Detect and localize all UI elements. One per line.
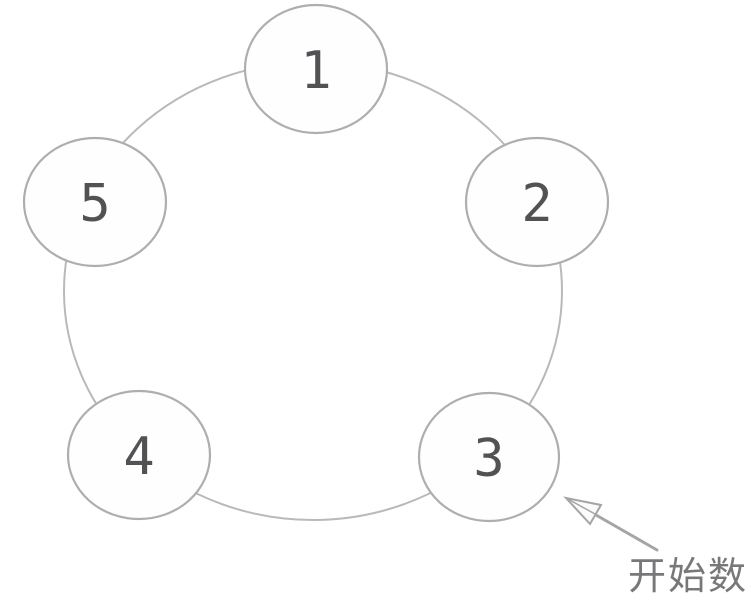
node-3: 3 bbox=[417, 391, 561, 523]
node-label: 1 bbox=[300, 41, 331, 101]
node-label: 2 bbox=[521, 174, 552, 234]
node-circle bbox=[66, 389, 212, 521]
arrow-head bbox=[563, 496, 603, 526]
node-1: 1 bbox=[243, 3, 389, 135]
node-4: 4 bbox=[66, 389, 212, 521]
start-arrow-icon bbox=[563, 496, 659, 552]
arrow-crease bbox=[565, 497, 596, 515]
node-circle bbox=[417, 391, 561, 523]
node-circle bbox=[22, 136, 168, 268]
node-label: 5 bbox=[79, 174, 110, 234]
node-label: 3 bbox=[473, 429, 504, 489]
node-5: 5 bbox=[22, 136, 168, 268]
node-circle bbox=[243, 3, 389, 135]
node-2: 2 bbox=[464, 136, 610, 268]
start-label: 开始数 bbox=[628, 554, 748, 598]
arrow-shaft bbox=[594, 513, 659, 552]
node-circle bbox=[464, 136, 610, 268]
node-label: 4 bbox=[123, 427, 154, 487]
